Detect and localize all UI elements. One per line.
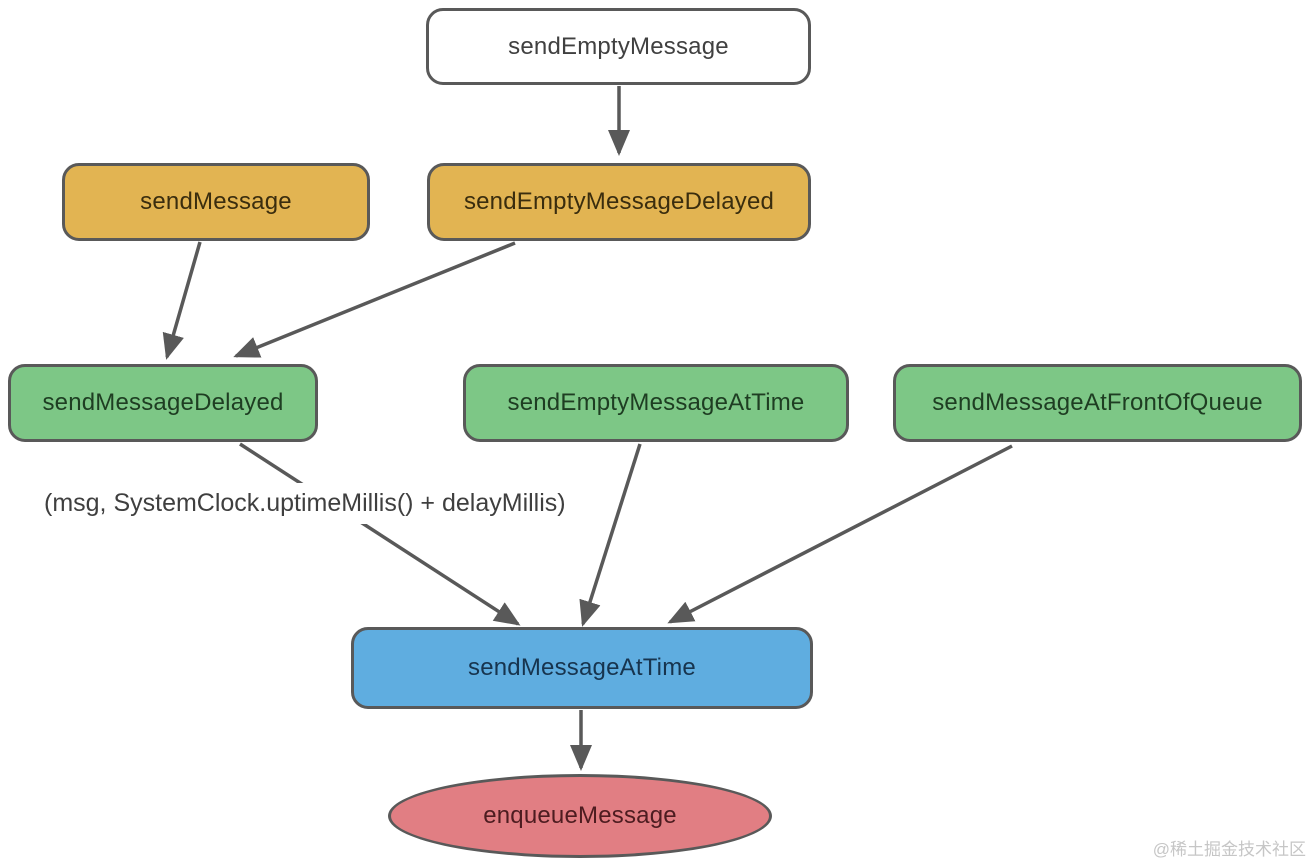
edge-sendEmptyMessageAtTime-to-sendMessageAtTime	[579, 443, 642, 627]
node-send-message-at-time: sendMessageAtTime	[351, 627, 813, 709]
edge-sendMessage-to-sendMessageDelayed	[162, 241, 202, 360]
node-send-empty-message-delayed: sendEmptyMessageDelayed	[427, 163, 811, 241]
edge-annotation-delay-params: (msg, SystemClock.uptimeMillis() + delay…	[40, 483, 570, 524]
node-send-message-delayed: sendMessageDelayed	[8, 364, 318, 442]
edge-sendMessageDelayed-to-sendMessageAtTime	[239, 442, 521, 626]
node-send-message-at-front-of-queue: sendMessageAtFrontOfQueue	[893, 364, 1302, 442]
edge-sendEmptyMessageDelayed-to-sendMessageDelayed	[233, 241, 516, 358]
watermark-juejin: @稀土掘金技术社区	[1152, 840, 1306, 859]
node-send-message: sendMessage	[62, 163, 370, 241]
node-send-empty-message-at-time: sendEmptyMessageAtTime	[463, 364, 849, 442]
node-enqueue-message: enqueueMessage	[388, 774, 772, 858]
edge-sendMessageAtFrontOfQueue-to-sendMessageAtTime	[667, 444, 1013, 624]
node-send-empty-message: sendEmptyMessage	[426, 8, 811, 85]
